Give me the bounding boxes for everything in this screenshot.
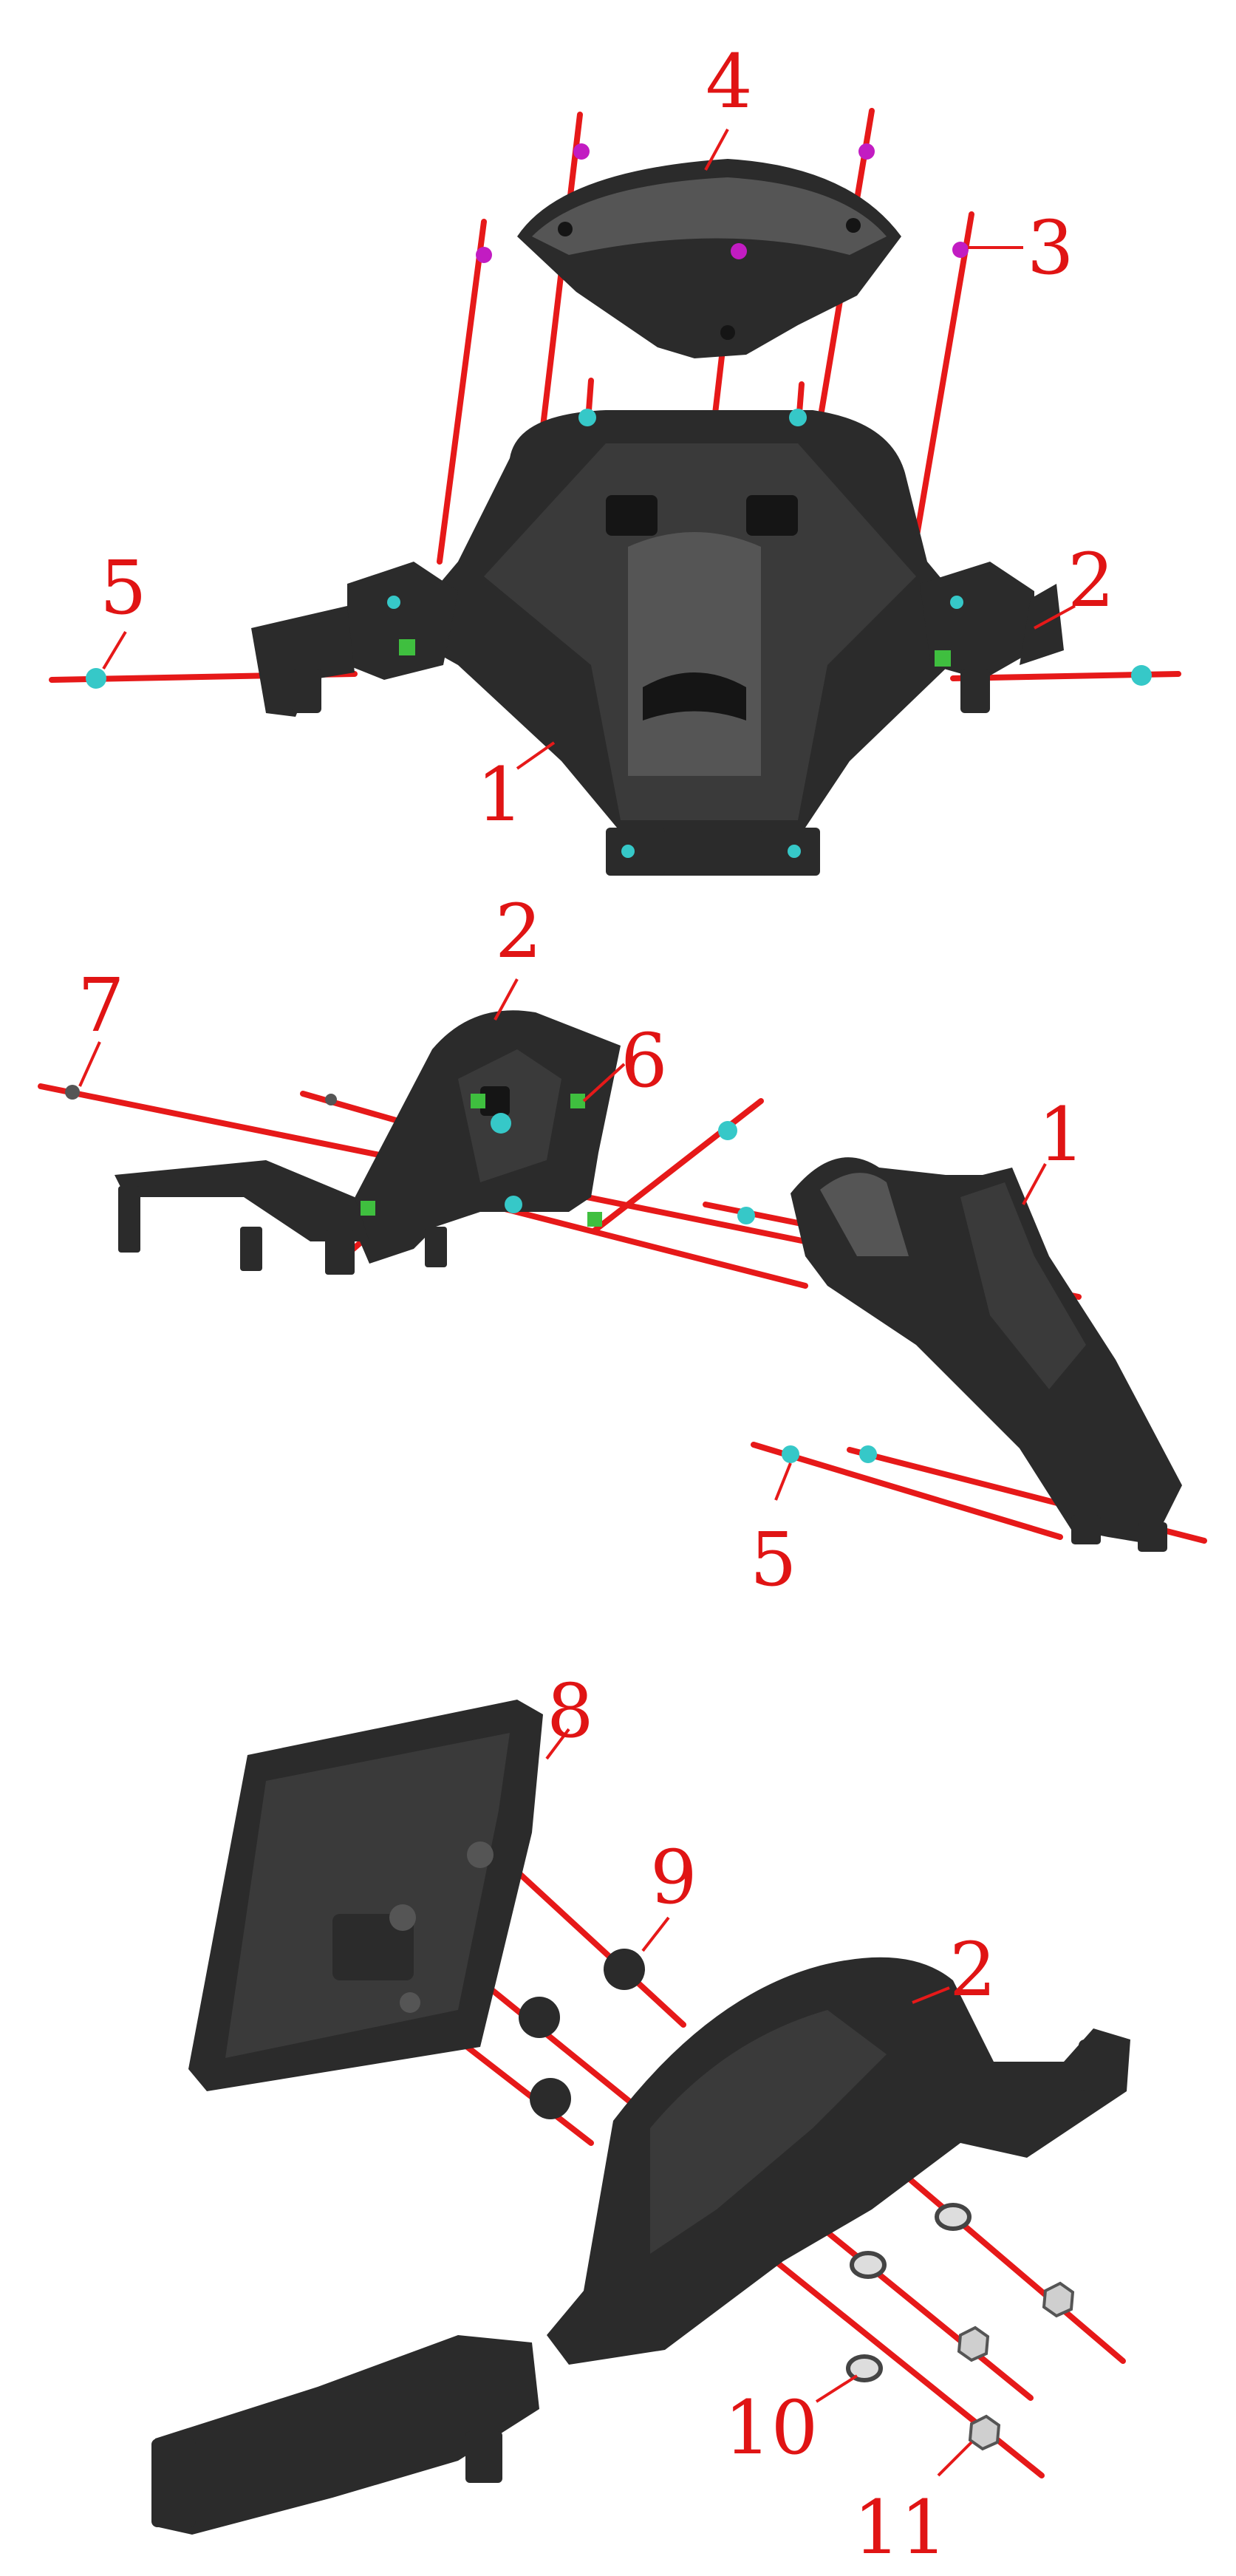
side-callouts: 2 7 6 1 5 (78, 888, 1085, 1603)
callout-label: 9 (650, 1834, 697, 1921)
callout-label: 1 (477, 752, 524, 838)
callout-label: 6 (621, 1018, 668, 1104)
callout-label: 2 (949, 1926, 997, 2013)
callout-label: 1 (1038, 1091, 1085, 1178)
nut-icon (968, 2414, 1001, 2451)
screw-icon (387, 596, 400, 609)
callout-label: 10 (724, 2385, 818, 2471)
rear-bracket-part-2 (151, 1957, 1130, 2535)
screw-icon (737, 1207, 755, 1224)
callout-label: 5 (750, 1516, 797, 1603)
clip-icon (361, 1201, 375, 1216)
nut-icon (1042, 2281, 1075, 2318)
clip-icon (476, 247, 492, 263)
screw-icon (718, 1121, 737, 1140)
top-cover-part-4 (517, 159, 901, 358)
rear-leaders (545, 1728, 973, 2477)
washer-icon (935, 2203, 972, 2231)
grommets-part-9 (519, 1949, 645, 2119)
front-fasteners (86, 143, 1152, 858)
grommet-icon (530, 2078, 571, 2119)
clip-icon (731, 243, 747, 259)
clip-icon (858, 143, 875, 160)
nut-icon (957, 2325, 990, 2362)
screw-icon (86, 668, 106, 689)
clip-icon (570, 1094, 585, 1108)
front-frame-part-1 (251, 410, 1064, 876)
grommet-icon (519, 1997, 560, 2038)
clip-icon (587, 1212, 602, 1227)
screw-icon (325, 1094, 337, 1105)
screw-icon (782, 1445, 799, 1463)
side-leaders (78, 978, 1047, 1501)
callout-label: 2 (1068, 537, 1115, 624)
nuts-part-11 (957, 2281, 1075, 2451)
clip-icon (399, 639, 415, 655)
screw-icon (789, 409, 807, 426)
front-callouts: 4 3 5 2 1 (100, 38, 1115, 838)
front-view: 4 3 5 2 1 (49, 38, 1181, 876)
callout-label: 4 (706, 38, 753, 125)
screw-icon (788, 845, 801, 858)
washer-icon (846, 2354, 883, 2382)
screw-icon (1131, 665, 1152, 686)
rear-view: 8 9 2 10 11 (151, 1668, 1130, 2571)
callout-label: 5 (100, 545, 147, 631)
callout-label: 7 (78, 962, 125, 1049)
screw-icon (491, 1113, 511, 1134)
screw-icon (578, 409, 596, 426)
side-bracket-part-2 (115, 1010, 621, 1275)
grommet-icon (604, 1949, 645, 1990)
rear-callouts: 8 9 2 10 11 (547, 1668, 997, 2571)
screw-icon (621, 845, 635, 858)
callout-label: 3 (1027, 205, 1074, 291)
side-fairing-part-1 (791, 1157, 1182, 1552)
front-leaders (102, 129, 1076, 770)
screw-icon (859, 1445, 877, 1463)
callout-label: 8 (547, 1668, 594, 1754)
display-unit-part-8 (188, 1700, 543, 2091)
clip-icon (935, 650, 951, 667)
screw-icon (65, 1085, 80, 1100)
clip-icon (471, 1094, 485, 1108)
callout-label: 11 (853, 2484, 947, 2571)
callout-label: 2 (495, 888, 542, 975)
clip-icon (573, 143, 590, 160)
side-fasteners (65, 1085, 877, 1463)
screw-icon (950, 596, 963, 609)
washer-icon (850, 2251, 887, 2279)
clip-icon (952, 242, 969, 258)
side-view: 2 7 6 1 5 (38, 888, 1207, 1603)
screw-icon (505, 1196, 522, 1213)
washers-part-10 (846, 2203, 972, 2382)
